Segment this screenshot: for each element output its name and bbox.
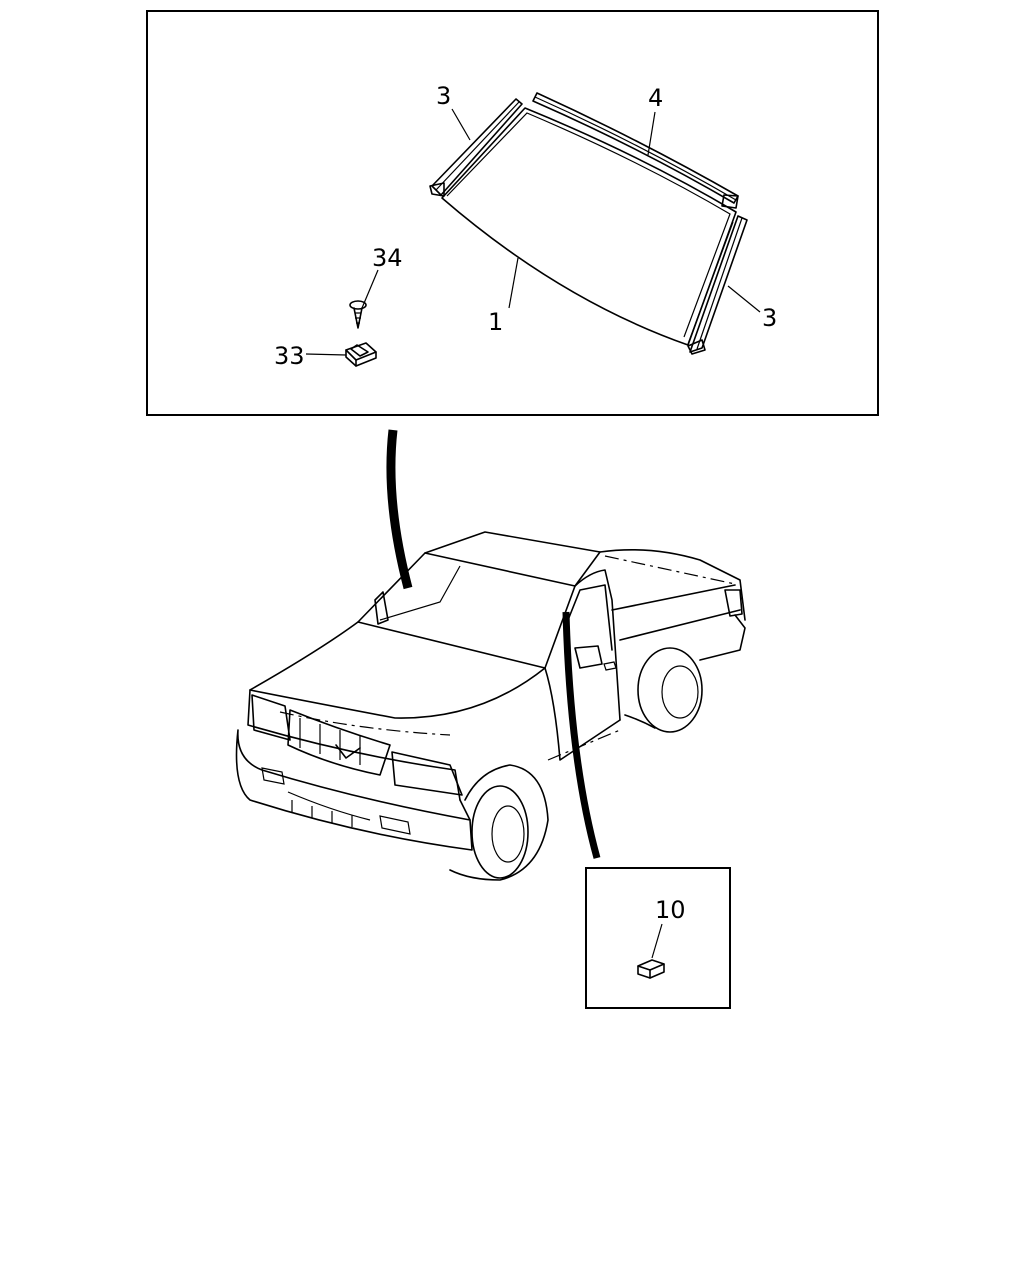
leader-line-spacer (651, 923, 663, 959)
callout-clip-nut: 33 (274, 342, 305, 370)
right-side-trim (687, 215, 748, 355)
pointer-line-spacer (562, 611, 601, 859)
screw-icon (349, 300, 367, 329)
callout-windshield-glass: 1 (488, 308, 503, 336)
callout-trim-right: 3 (762, 304, 777, 332)
upper-molding (532, 92, 739, 209)
windshield-detail-panel (146, 10, 879, 416)
left-side-trim (429, 98, 523, 197)
leader-lines-top (305, 108, 761, 356)
pickup-truck-icon (235, 531, 746, 881)
spacer-block-icon (637, 959, 665, 979)
callout-trim-left: 3 (436, 82, 451, 110)
callout-clip-screw: 34 (372, 244, 403, 272)
callout-molding-top: 4 (648, 84, 663, 112)
windshield-glass (441, 107, 737, 346)
callout-spacer-block: 10 (655, 896, 686, 924)
pointer-line-windshield (386, 429, 413, 590)
clip-nut-icon (345, 342, 377, 367)
